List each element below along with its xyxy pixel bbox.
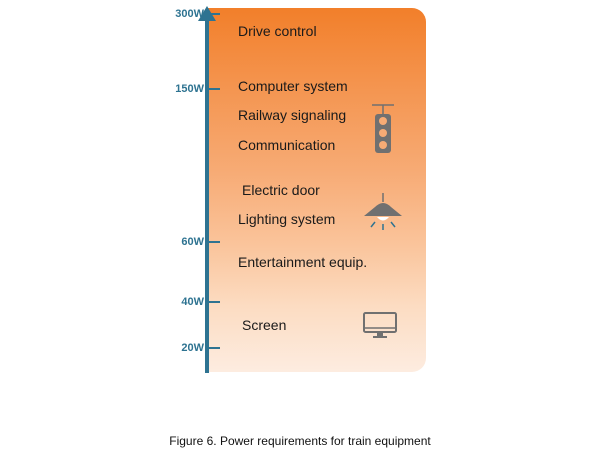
tick-40w xyxy=(209,301,220,303)
item-computer-system: Computer system xyxy=(238,78,348,94)
power-axis-arrow xyxy=(198,6,216,21)
item-electric-door: Electric door xyxy=(242,182,320,198)
tick-label-20w: 20W xyxy=(181,342,204,354)
item-railway-signaling: Railway signaling xyxy=(238,107,347,123)
tick-label-150w: 150W xyxy=(175,83,204,95)
item-screen: Screen xyxy=(242,317,287,333)
item-drive-control: Drive control xyxy=(238,23,317,39)
item-lighting-system: Lighting system xyxy=(238,211,336,227)
tick-150w xyxy=(209,88,220,90)
item-communication: Communication xyxy=(238,137,336,153)
ceiling-lamp-icon xyxy=(364,193,402,230)
tick-300w xyxy=(209,13,220,15)
traffic-signal-icon xyxy=(372,104,394,153)
figure-caption: Figure 6. Power requirements for train e… xyxy=(169,434,431,448)
tick-60w xyxy=(209,241,220,243)
power-gradient-panel xyxy=(207,8,426,372)
tick-20w xyxy=(209,347,220,349)
tick-label-40w: 40W xyxy=(181,296,204,308)
tick-label-300w: 300W xyxy=(175,8,204,20)
tick-label-60w: 60W xyxy=(181,236,204,248)
monitor-icon xyxy=(363,312,397,338)
power-axis-line xyxy=(205,18,209,373)
item-entertainment: Entertainment equip. xyxy=(238,254,368,270)
